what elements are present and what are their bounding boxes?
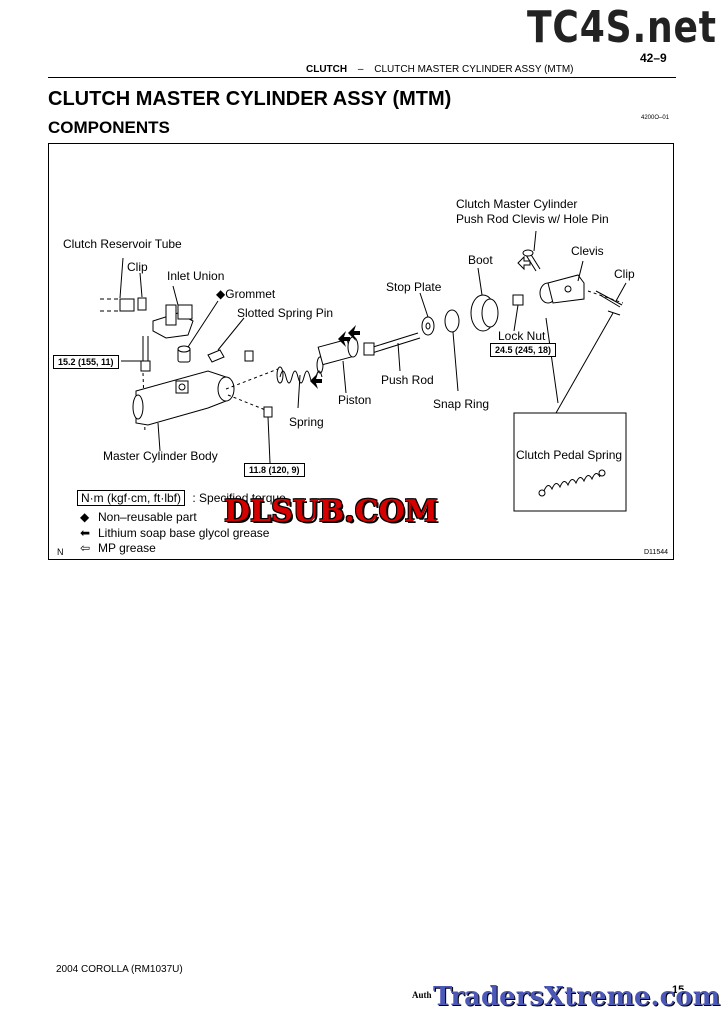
legend-mp-grease: ⇦MP grease [80, 541, 156, 555]
push-rod-part [363, 332, 421, 356]
label-spring: Spring [289, 415, 324, 429]
label-slotted-spring-pin: Slotted Spring Pin [237, 306, 334, 320]
site-logo: TC4S.net [527, 2, 717, 53]
reservoir-tube [100, 298, 135, 312]
label-piston: Piston [338, 393, 372, 407]
label-inlet-union: Inlet Union [167, 269, 225, 283]
torque-spec-2: 24.5 (245, 18) [490, 343, 557, 357]
diamond-icon: ◆ [80, 510, 90, 524]
outline-arrow-icon: ⇦ [80, 541, 91, 555]
label-reservoir-tube: Clutch Reservoir Tube [63, 237, 182, 251]
label-clutch-pedal-spring: Clutch Pedal Spring [516, 448, 623, 462]
running-header: CLUTCH – CLUTCH MASTER CYLINDER ASSY (MT… [306, 64, 574, 75]
dlsub-watermark: DLSUB.COM [224, 494, 438, 529]
label-master-cylinder-body: Master Cylinder Body [103, 449, 218, 463]
snap-ring-part [444, 309, 460, 333]
page-title: CLUTCH MASTER CYLINDER ASSY (MTM) [48, 88, 452, 110]
label-lock-nut: Lock Nut [498, 329, 546, 343]
clip-left-part [137, 297, 147, 311]
tradersxtreme-watermark: TradersXtreme.com [433, 982, 721, 1012]
components-diagram [100, 230, 627, 512]
label-clevis: Clevis [571, 244, 604, 258]
footer-model: 2004 COROLLA (RM1037U) [56, 964, 183, 975]
header-dash: – [357, 64, 364, 75]
header-rule [48, 77, 676, 78]
clevis-pin-part [522, 249, 541, 272]
section-name: CLUTCH [306, 64, 348, 75]
page-subtitle: COMPONENTS [48, 118, 170, 137]
non-reusable-diamond-icon: ◆ [216, 287, 226, 301]
document-code: 4200O–01 [641, 115, 670, 121]
figure-code: D11544 [644, 549, 669, 556]
piston-part [317, 336, 359, 366]
filled-arrow-icon: ⬅ [80, 526, 91, 540]
label-push-rod: Push Rod [381, 373, 434, 387]
legend-non-reusable: ◆Non–reusable part [80, 510, 197, 524]
legend-lithium-grease: ⬅Lithium soap base glycol grease [80, 526, 270, 540]
label-clip-left: Clip [127, 260, 148, 274]
figure-frame [48, 143, 674, 560]
page-number: 42–9 [640, 51, 667, 65]
label-clevis-title-1: Clutch Master Cylinder [456, 197, 578, 211]
label-snap-ring: Snap Ring [433, 397, 490, 411]
pedal-spring-part [543, 473, 601, 492]
label-grommet: ◆Grommet [216, 287, 276, 301]
master-cylinder-body-part [132, 370, 235, 426]
footer-auth: Auth [412, 990, 432, 1000]
lock-nut-part [512, 294, 524, 306]
label-clip-right: Clip [614, 267, 635, 281]
boot-part [470, 294, 499, 332]
legend-torque: N·m (kgf·cm, ft·lbf) : Specified torque [77, 490, 286, 506]
inlet-union-part [152, 304, 194, 339]
label-clevis-title-2: Push Rod Clevis w/ Hole Pin [456, 212, 609, 226]
clip-right-part [595, 290, 623, 308]
slotted-pin-part [207, 349, 225, 363]
legend-unit-desc: : Specified torque [192, 491, 286, 505]
pedal-spring-box [513, 412, 627, 512]
legend-unit-box: N·m (kgf·cm, ft·lbf) [77, 490, 185, 506]
torque-spec-1: 15.2 (155, 11) [53, 355, 119, 369]
footer-page: 15 [672, 984, 685, 996]
stop-plate-part [421, 316, 435, 336]
section-title: CLUTCH MASTER CYLINDER ASSY (MTM) [374, 64, 574, 75]
grommet-part [177, 345, 191, 363]
label-boot: Boot [468, 253, 493, 267]
bleeder-part [140, 336, 151, 372]
clevis-part [539, 274, 585, 304]
label-n-mark: N [57, 547, 64, 557]
torque-spec-3: 11.8 (120, 9) [244, 463, 305, 477]
label-stop-plate: Stop Plate [386, 280, 442, 294]
